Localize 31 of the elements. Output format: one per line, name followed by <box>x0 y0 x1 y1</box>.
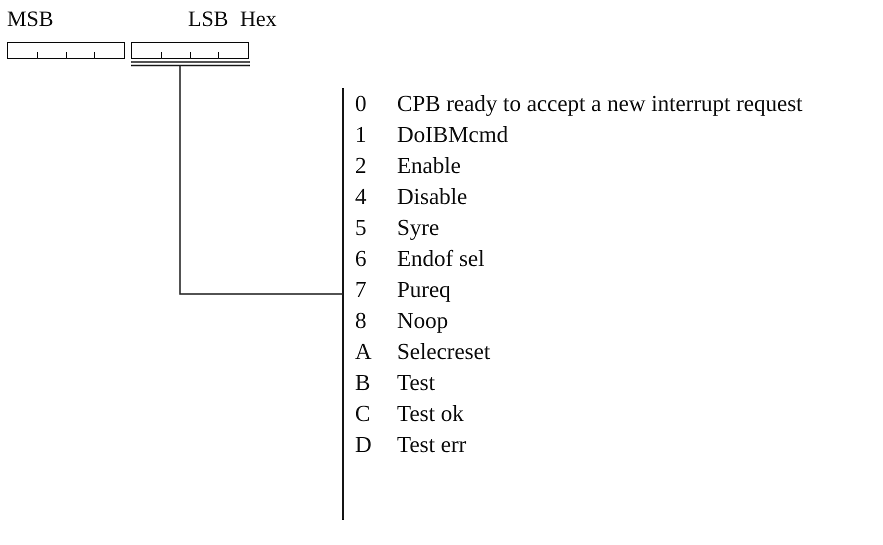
code-description: DoIBMcmd <box>397 121 510 149</box>
hex-code: D <box>355 431 373 459</box>
bracket-line <box>342 88 344 520</box>
code-description: Selecreset <box>397 338 492 366</box>
code-description: Pureq <box>397 276 452 304</box>
hex-code: 6 <box>355 245 368 273</box>
hex-code: 1 <box>355 121 368 149</box>
hex-code: 5 <box>355 214 368 242</box>
bit-label: MSB <box>7 6 54 32</box>
code-description: Noop <box>397 307 450 335</box>
hex-code: 7 <box>355 276 368 304</box>
bit-label: Hex <box>240 6 277 32</box>
hex-code: 2 <box>355 152 368 180</box>
hex-code: B <box>355 369 372 397</box>
hex-code: A <box>355 338 373 366</box>
code-description: Test ok <box>397 400 465 428</box>
hex-code: 8 <box>355 307 368 335</box>
code-description: CPB ready to accept a new interrupt request <box>397 90 804 118</box>
code-description: Disable <box>397 183 468 211</box>
code-description: Endof sel <box>397 245 486 273</box>
hex-code: 0 <box>355 90 368 118</box>
bit-label: LSB <box>188 6 228 32</box>
code-description: Enable <box>397 152 462 180</box>
hex-code: 4 <box>355 183 368 211</box>
nibble-box <box>7 42 125 59</box>
code-description: Test err <box>397 431 468 459</box>
code-description: Syre <box>397 214 440 242</box>
nibble-box <box>131 42 249 59</box>
leader-line <box>179 66 342 295</box>
hex-code: C <box>355 400 372 428</box>
code-description: Test <box>397 369 436 397</box>
